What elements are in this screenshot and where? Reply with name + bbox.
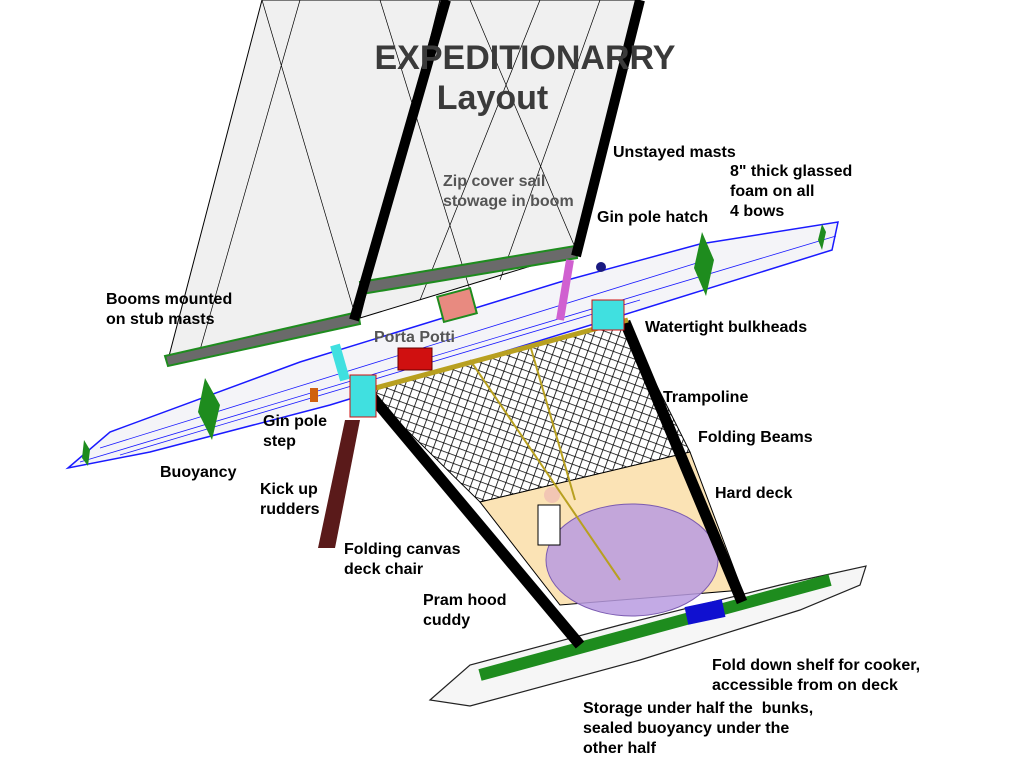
label-folding-beams: Folding Beams (698, 429, 813, 446)
label-fold-down-shelf: Fold down shelf for cooker, accessible f… (712, 657, 921, 694)
stub-mast (330, 343, 350, 382)
upper-hull (65, 221, 839, 470)
porta-potti (397, 347, 433, 371)
rudder-left (318, 420, 360, 548)
label-hard-deck: Hard deck (715, 485, 793, 502)
tiller-line (529, 344, 576, 501)
title-line-2: Layout (436, 79, 549, 117)
person (544, 487, 560, 503)
folding-beam (619, 319, 748, 605)
label-storage: Storage under half the bunks, sealed buo… (583, 700, 814, 757)
gin-pole-step (310, 388, 318, 402)
buoyancy-bulkhead (82, 440, 90, 466)
lower-hull-stripe (478, 574, 832, 681)
mast-left (349, 0, 451, 322)
buoyancy-bulkhead (198, 378, 220, 440)
hatch (435, 286, 479, 324)
label-glassed-foam: 8" thick glassed foam on all 4 bows (730, 163, 853, 220)
watertight-bulkhead (349, 374, 377, 418)
stub-mast (556, 259, 574, 321)
label-zip-cover: Zip cover sail stowage in boom (443, 173, 574, 210)
cooker-shelf (684, 599, 726, 625)
mast-right (571, 0, 645, 258)
label-buoyancy: Buoyancy (160, 464, 237, 481)
label-gin-pole-hatch: Gin pole hatch (597, 209, 709, 226)
label-trampoline: Trampoline (663, 389, 749, 406)
label-gin-pole-step: Gin pole step (263, 413, 327, 450)
title-line-1: EXPEDITIONARRY (374, 39, 676, 77)
pram-hood (545, 503, 719, 617)
tiller-line (469, 359, 621, 581)
left-boom (163, 310, 362, 368)
sail-panel-lines (199, 0, 601, 351)
label-porta-potti: Porta Potti (374, 329, 455, 346)
deck-chair (537, 504, 561, 546)
gin-pole-hatch (596, 262, 606, 272)
label-deck-chair: Folding canvas deck chair (344, 541, 461, 578)
label-watertight-bulkheads: Watertight bulkheads (645, 319, 808, 336)
folding-beam (363, 388, 585, 649)
watertight-bulkhead (591, 299, 625, 331)
label-pram-hood: Pram hood cuddy (423, 592, 507, 629)
label-booms-mounted: Booms mounted on stub masts (106, 291, 233, 328)
cross-beam (367, 317, 629, 393)
label-unstayed-masts: Unstayed masts (613, 144, 736, 161)
buoyancy-bulkhead (818, 224, 826, 250)
label-kick-up-rudders: Kick up rudders (260, 481, 320, 518)
buoyancy-bulkhead (694, 232, 714, 296)
